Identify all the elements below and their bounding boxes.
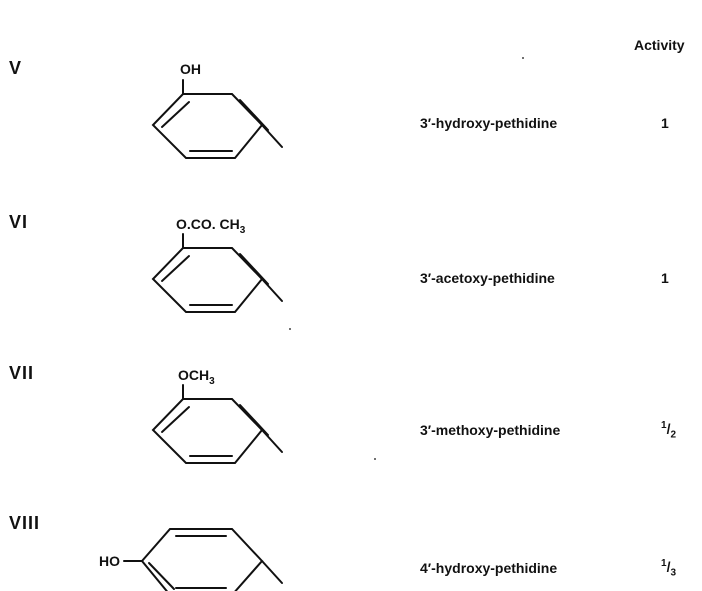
row-compound-v: V OH 3′-hydroxy-pethidine 1	[0, 58, 702, 188]
compound-name: 3′-hydroxy-pethidine	[420, 115, 558, 131]
svg-text:OCH3: OCH3	[178, 367, 215, 387]
activity-value: 1	[661, 115, 669, 131]
substituent-label: OH	[180, 61, 201, 77]
scan-speck	[374, 458, 376, 460]
substituent-label: O.CO. CH	[176, 216, 240, 232]
activity-fraction: 1/3	[661, 558, 677, 579]
activity-denominator: 2	[670, 429, 677, 441]
compound-name: 4′-hydroxy-pethidine	[420, 560, 558, 576]
benzene-ring-structure: HO	[99, 528, 283, 591]
row-compound-vi: VI O.CO. CH3 3′-acetoxy-pethidine 1	[0, 212, 702, 342]
row-compound-viii: VIII HO 4′-hydroxy-pethidine 1/3	[0, 513, 702, 591]
substituent-label: HO	[99, 553, 120, 569]
benzene-ring-structure: OH	[151, 61, 283, 159]
substituent-subscript: 3	[209, 376, 215, 387]
activity-numerator: 1	[661, 420, 667, 431]
activity-denominator: 3	[670, 567, 677, 579]
substituent-label: OCH	[178, 367, 209, 383]
benzene-ring-structure: OCH3	[151, 367, 283, 464]
svg-text:O.CO. CH3: O.CO. CH3	[176, 216, 246, 236]
roman-numeral: V	[9, 58, 23, 78]
scan-speck	[289, 328, 291, 330]
compound-name: 3′-acetoxy-pethidine	[420, 270, 555, 286]
activity-fraction: 1/2	[661, 420, 677, 441]
row-compound-vii: VII OCH3 3′-methoxy-pethidine 1/2	[0, 363, 702, 493]
substituent-subscript: 3	[240, 225, 246, 236]
roman-numeral: VIII	[9, 513, 41, 533]
scan-speck	[522, 57, 524, 59]
benzene-ring-structure: O.CO. CH3	[151, 216, 283, 313]
roman-numeral: VI	[9, 212, 29, 232]
activity-numerator: 1	[661, 558, 667, 569]
activity-value: 1	[661, 270, 669, 286]
activity-header: Activity	[634, 37, 685, 53]
roman-numeral: VII	[9, 363, 35, 383]
compound-name: 3′-methoxy-pethidine	[420, 422, 561, 438]
